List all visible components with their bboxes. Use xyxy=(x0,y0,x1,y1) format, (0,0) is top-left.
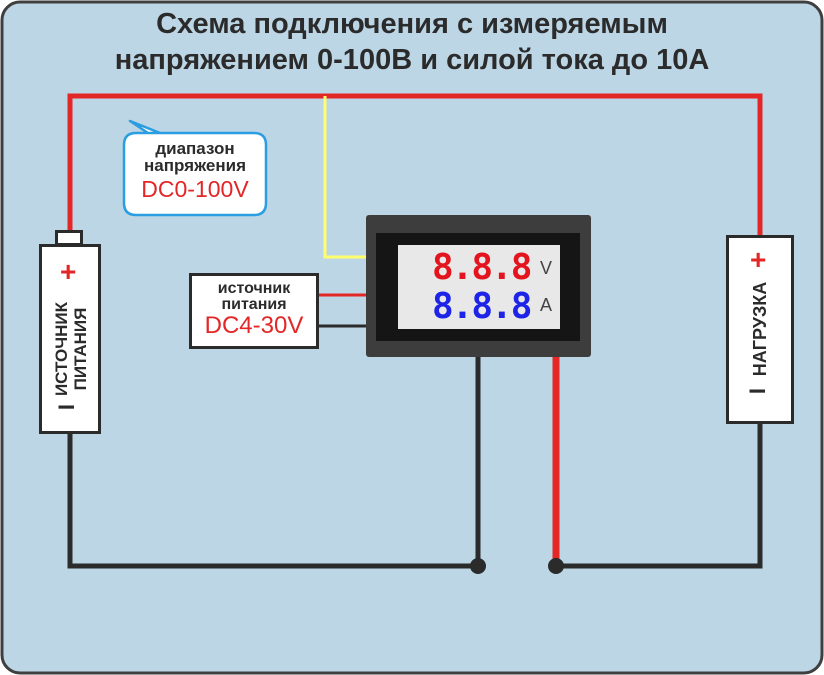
meter-power-supply-box: источник питания DC4-30V xyxy=(189,273,319,349)
positive-main-wire xyxy=(67,93,763,236)
negative-load-wire xyxy=(556,424,763,569)
supply-line-1: источник xyxy=(217,280,291,297)
battery-plus-sign: + xyxy=(60,256,77,287)
battery-label: ИСТОЧНИК ПИТАНИЯ xyxy=(52,254,90,444)
battery-label-line-1: ИСТОЧНИК xyxy=(52,301,71,397)
supply-range: DC4-30V xyxy=(204,312,304,339)
callout-bubble xyxy=(122,119,268,217)
current-unit: A xyxy=(540,295,553,315)
supply-line-2: питания xyxy=(221,296,287,313)
voltage-sense-wire xyxy=(323,96,368,259)
load xyxy=(726,235,794,424)
load-minus-sign: I xyxy=(745,387,771,395)
title-line-2: напряжением 0-100В и силой тока до 10А xyxy=(114,44,710,76)
callout-line-2: напряжения xyxy=(144,156,246,175)
diagram-title: Схема подключения с измеряемым напряжени… xyxy=(0,6,824,78)
current-digits: 8.8.8 xyxy=(432,286,532,327)
junction-dot-left xyxy=(470,558,486,574)
meter-display xyxy=(398,245,560,329)
callout-range: DC0-100V xyxy=(141,176,249,202)
battery-label-line-2: ПИТАНИЯ xyxy=(71,307,90,391)
load-label: НАГРУЗКА xyxy=(750,281,770,377)
title-line-1: Схема подключения с измеряемым xyxy=(156,8,668,40)
negative-battery-wire xyxy=(67,356,481,569)
voltage-unit: V xyxy=(540,258,553,278)
voltage-range-callout: диапазон напряжения DC0-100V xyxy=(124,140,266,204)
load-plus-sign: + xyxy=(750,244,767,275)
battery-minus-sign: I xyxy=(54,403,80,411)
callout-line-1: диапазон xyxy=(155,139,235,158)
junction-dot-right xyxy=(548,558,564,574)
voltage-digits: 8.8.8 xyxy=(432,247,532,288)
battery xyxy=(39,244,101,434)
